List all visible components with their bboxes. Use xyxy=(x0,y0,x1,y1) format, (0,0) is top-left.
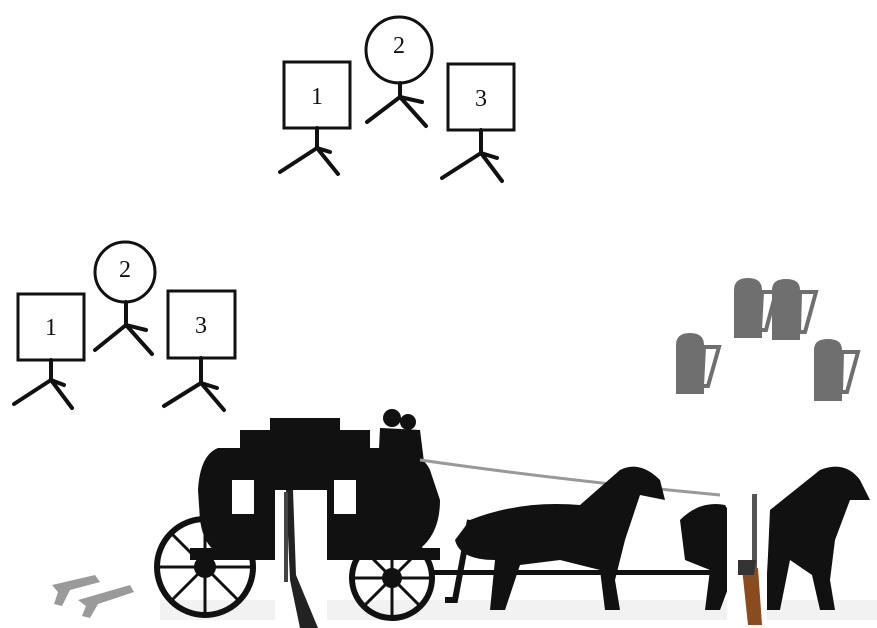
horse-icon xyxy=(445,467,665,610)
beer-mugs xyxy=(676,278,858,401)
figure-label: 2 xyxy=(119,257,131,283)
figure-label: 1 xyxy=(45,315,57,341)
horses xyxy=(445,467,870,610)
figure-label: 2 xyxy=(393,33,405,59)
figure-group-top: 1 2 3 xyxy=(280,17,514,181)
wheel-icon xyxy=(352,538,432,618)
stick-figure-1: 1 xyxy=(280,62,350,174)
rifle-icon xyxy=(727,492,767,628)
stagecoach-icon xyxy=(157,409,730,618)
rifle-icon xyxy=(275,490,327,628)
stick-figure-1: 1 xyxy=(14,294,84,408)
beer-mug-icon xyxy=(772,279,816,340)
stick-figure-2: 2 xyxy=(366,17,432,126)
figure-label: 3 xyxy=(475,86,487,112)
stick-figure-2: 2 xyxy=(95,242,155,354)
beer-mug-icon xyxy=(814,339,858,401)
stick-figure-3: 3 xyxy=(442,64,514,181)
figure-label: 3 xyxy=(195,313,207,339)
beer-mug-icon xyxy=(676,333,719,394)
figure-label: 1 xyxy=(311,84,323,110)
stick-figure-3: 3 xyxy=(164,291,235,410)
wheel-icon xyxy=(157,519,253,615)
figure-group-left: 1 2 3 xyxy=(14,242,235,410)
horse-icon xyxy=(765,467,870,610)
pistol-icon xyxy=(52,575,134,618)
beer-mug-icon xyxy=(734,278,776,338)
